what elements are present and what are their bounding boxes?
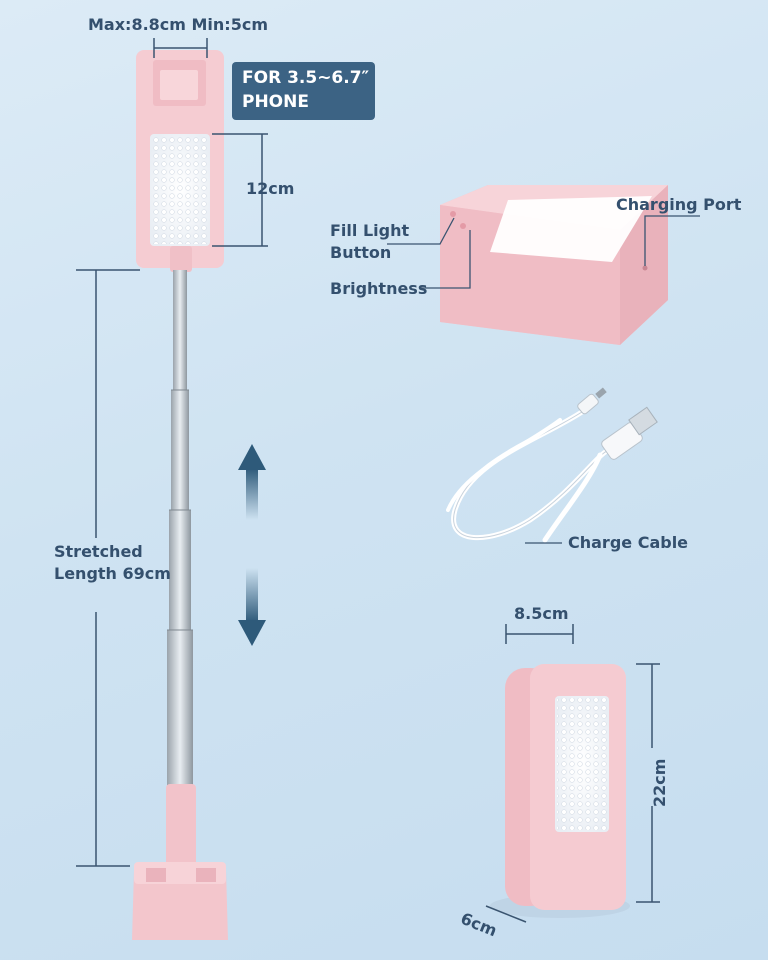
- charge-cable-label: Charge Cable: [568, 533, 689, 552]
- charging-port-label: Charging Port: [616, 195, 742, 214]
- phone-width-label: Max:8.8cm Min:5cm: [88, 15, 268, 34]
- stretched-line1: Stretched: [54, 542, 143, 561]
- fill-light-box: [440, 185, 668, 345]
- light-height-label: 12cm: [246, 179, 295, 198]
- up-arrow-icon: [238, 444, 266, 520]
- phone-badge-line2: PHONE: [242, 92, 309, 112]
- box-leader-lines: [387, 215, 700, 289]
- fill-light-line2: Button: [330, 243, 392, 262]
- telescopic-pole: [167, 270, 193, 790]
- charge-cable: [446, 407, 613, 543]
- box-height-label: 22cm: [650, 758, 669, 807]
- fill-light-button-label: Fill Light Button: [330, 220, 409, 264]
- selfie-stand-head: [136, 50, 224, 272]
- phone-width-dimension: [153, 38, 208, 58]
- fill-light-line1: Fill Light: [330, 221, 410, 240]
- box-width-label: 8.5cm: [514, 604, 569, 623]
- brightness-label: Brightness: [330, 279, 428, 298]
- stand-base: [132, 784, 228, 940]
- light-height-dimension: [212, 133, 268, 247]
- usb-a-plug: [601, 406, 658, 460]
- phone-size-badge: FOR 3.5~6.7″ PHONE: [232, 62, 375, 120]
- down-arrow-icon: [238, 568, 266, 646]
- box-dimension-lines: [485, 624, 660, 923]
- stretched-line2: Length 69cm: [54, 564, 171, 583]
- stretched-length-label: Stretched Length 69cm: [54, 541, 171, 585]
- folded-box: [490, 664, 630, 918]
- stretched-length-dimension: [76, 269, 140, 867]
- micro-usb-plug: [577, 387, 607, 415]
- phone-badge-line1: FOR 3.5~6.7″: [242, 68, 370, 88]
